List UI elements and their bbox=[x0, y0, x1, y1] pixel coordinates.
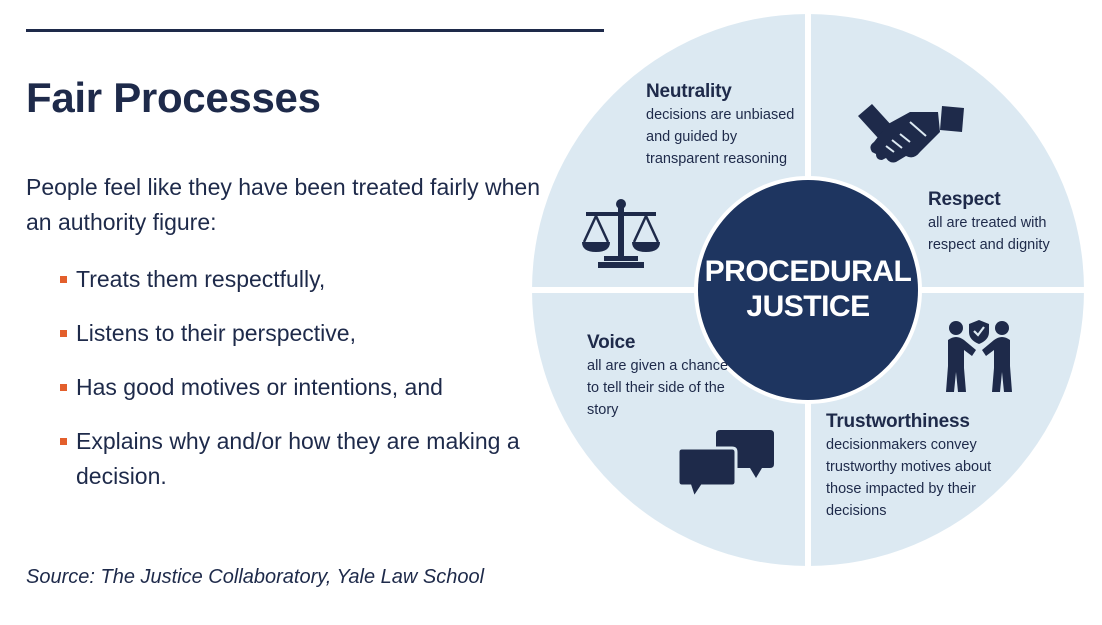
center-circle bbox=[698, 180, 918, 400]
quadrant-voice: Voice all are given a chance to tell the… bbox=[587, 331, 737, 421]
bullet-text: Treats them respectfully, bbox=[76, 266, 326, 292]
quadrant-neutrality: Neutrality decisions are unbiased and gu… bbox=[646, 80, 806, 170]
trustworthiness-description: decisionmakers convey trustworthy motive… bbox=[826, 437, 992, 519]
bullet-text: Explains why and/or how they are making … bbox=[76, 428, 520, 489]
bullet-text: Has good motives or intentions, and bbox=[76, 374, 443, 400]
bullet-text: Listens to their perspective, bbox=[76, 320, 356, 346]
center-label: PROCEDURAL JUSTICE bbox=[696, 254, 920, 324]
bullet-item: Treats them respectfully, bbox=[60, 262, 530, 297]
bullet-item: Has good motives or intentions, and bbox=[60, 370, 530, 405]
neutrality-description: decisions are unbiased and guided by tra… bbox=[646, 107, 795, 167]
bullet-list: Treats them respectfully, Listens to the… bbox=[60, 262, 530, 513]
page-title: Fair Processes bbox=[26, 74, 321, 121]
handshake-icon bbox=[858, 104, 964, 163]
voice-heading: Voice bbox=[587, 332, 636, 353]
voice-description: all are given a chance to tell their sid… bbox=[587, 358, 729, 418]
bullet-square-icon bbox=[60, 438, 67, 445]
source-citation: Source: The Justice Collaboratory, Yale … bbox=[26, 566, 485, 588]
center-label-line1: PROCEDURAL bbox=[704, 255, 912, 288]
bullet-item: Explains why and/or how they are making … bbox=[60, 424, 530, 494]
diagram-background bbox=[530, 12, 1086, 568]
bullet-square-icon bbox=[60, 276, 67, 283]
bullet-square-icon bbox=[60, 330, 67, 337]
quadrant-respect: Respect all are treated with respect and… bbox=[928, 188, 1078, 256]
people-shield-icon bbox=[946, 320, 1012, 392]
respect-heading: Respect bbox=[928, 189, 1001, 210]
procedural-justice-diagram: PROCEDURAL JUSTICE Neutrality decisions … bbox=[530, 12, 1086, 568]
bullet-square-icon bbox=[60, 384, 67, 391]
respect-description: all are treated with respect and dignity bbox=[928, 215, 1050, 253]
quadrant-trustworthiness: Trustworthiness decisionmakers convey tr… bbox=[826, 410, 1022, 522]
intro-text: People feel like they have been treated … bbox=[26, 174, 540, 235]
trustworthiness-heading: Trustworthiness bbox=[826, 411, 970, 432]
speech-bubbles-icon bbox=[676, 430, 774, 502]
top-rule bbox=[26, 29, 604, 32]
neutrality-heading: Neutrality bbox=[646, 81, 732, 102]
scales-icon bbox=[582, 199, 660, 268]
bullet-item: Listens to their perspective, bbox=[60, 316, 530, 351]
center-label-line2: JUSTICE bbox=[746, 290, 870, 323]
